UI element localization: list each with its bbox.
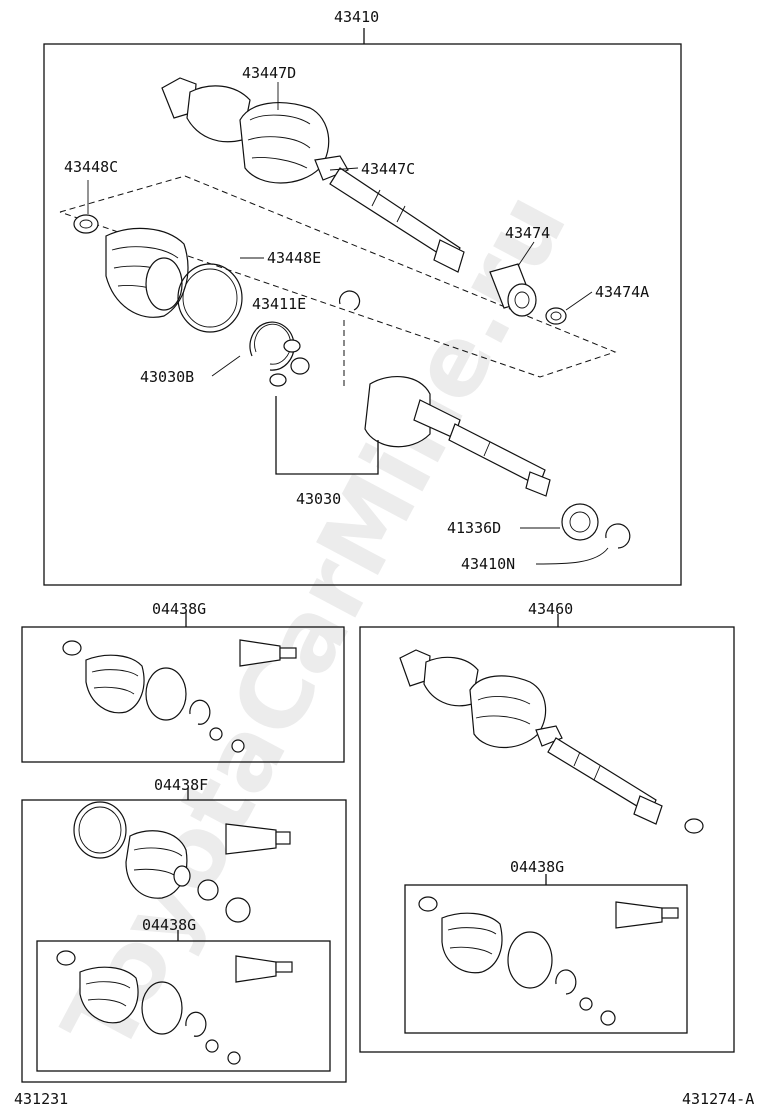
label-43474: 43474: [505, 224, 550, 242]
label-43411E: 43411E: [252, 295, 306, 313]
assembly-43410-frame: [43, 43, 682, 586]
leader-43474A: [565, 291, 593, 311]
kit-04438G-top-frame: [21, 626, 345, 763]
boot: [105, 227, 189, 318]
clamp-43474A: [545, 307, 567, 325]
bracket-43030: [275, 396, 379, 475]
watermark: ToyotaCarMine.ru: [41, 175, 588, 1070]
kit-boundary: [59, 175, 617, 378]
leader-43030B: [211, 355, 241, 377]
ring-43030B: [249, 321, 295, 371]
kit-04438G-top: 04438G: [21, 600, 345, 763]
damper-43474: [489, 263, 537, 317]
label-43447C: 43447C: [361, 160, 415, 178]
outer-joint-shaft: [161, 77, 465, 273]
kit-04438F-frame: [21, 799, 347, 1083]
label-43448E: 43448E: [267, 249, 321, 267]
band-43448E: [177, 263, 243, 333]
label-43030: 43030: [296, 490, 341, 508]
label-kit-04438G-inner-rh: 04438G: [510, 858, 564, 876]
leader-43447C: [329, 167, 359, 171]
kit-04438G-inner-f-frame: [36, 940, 331, 1072]
assembly-43410: 43410 43447D 43447C 43448C: [43, 8, 682, 586]
label-43410N: 43410N: [461, 555, 515, 573]
kit-04438G-inner-rh: 04438G: [404, 858, 688, 1034]
tripod: [269, 339, 310, 387]
label-43474A: 43474A: [595, 283, 649, 301]
label-41336D: 41336D: [447, 519, 501, 537]
footer-code-left: 431231: [14, 1090, 68, 1108]
label-43447D: 43447D: [242, 64, 296, 82]
assembly-43460-frame: [359, 626, 735, 1053]
seal-41336D: [561, 503, 599, 541]
leader-43474: [517, 241, 535, 267]
label-43460: 43460: [528, 600, 573, 618]
snap-ring-43410N: [605, 523, 631, 549]
leader-43410N: [535, 547, 609, 565]
assembly-43460: 43460 04438G: [359, 600, 735, 1053]
footer-code-right: 431274-A: [682, 1090, 754, 1108]
label-43448C: 43448C: [64, 158, 118, 176]
label-kit-04438G-inner-f: 04438G: [142, 916, 196, 934]
clamp-43448C: [73, 214, 99, 234]
snap-ring-43411E: [338, 290, 361, 311]
label-kit-04438F: 04438F: [154, 776, 208, 794]
label-kit-04438G-top: 04438G: [152, 600, 206, 618]
label-43410: 43410: [334, 8, 379, 26]
kit-04438G-inner-f: 04438G: [36, 916, 331, 1072]
inner-joint-shaft: [364, 376, 551, 497]
kit-04438F: 04438F 04438G: [21, 776, 347, 1083]
label-43030B: 43030B: [140, 368, 194, 386]
